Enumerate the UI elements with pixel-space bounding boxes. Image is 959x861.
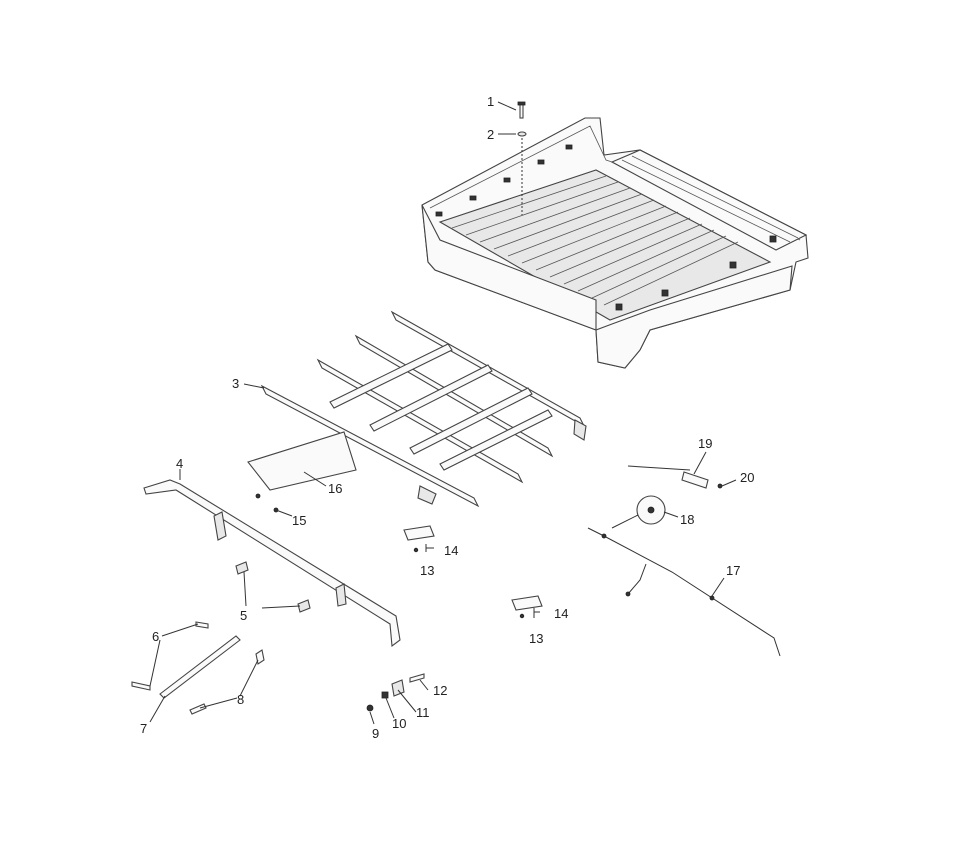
callout-4: 4: [176, 456, 183, 471]
callout-labels: 1 2 3 4 5 6 7 8 9 10 11 12 13 14 15 16 1…: [140, 94, 754, 741]
rail-bar: [143, 479, 401, 648]
bracket-part: [403, 525, 543, 619]
callout-6: 6: [152, 629, 159, 644]
strut-assembly: [131, 621, 265, 715]
callout-9: 9: [372, 726, 379, 741]
callout-20: 20: [740, 470, 754, 485]
skid-plate: [247, 431, 357, 491]
callout-1: 1: [487, 94, 494, 109]
callout-19: 19: [698, 436, 712, 451]
clip-part: [235, 561, 311, 613]
callout-8: 8: [237, 692, 244, 707]
connector-part: [636, 495, 666, 525]
callout-14b: 14: [554, 606, 568, 621]
washer-part: [517, 131, 527, 215]
leader-lines: [149, 101, 737, 725]
sub-frame: [260, 310, 587, 508]
callout-17: 17: [726, 563, 740, 578]
callout-15: 15: [292, 513, 306, 528]
callout-16: 16: [328, 481, 342, 496]
callout-7: 7: [140, 721, 147, 736]
callout-13a: 13: [420, 563, 434, 578]
callout-11: 11: [416, 705, 430, 720]
callout-13b: 13: [529, 631, 543, 646]
small-hardware: [366, 673, 425, 712]
callout-14a: 14: [444, 543, 458, 558]
callout-5: 5: [240, 608, 247, 623]
bolt-part: [517, 101, 526, 119]
callout-12: 12: [433, 683, 447, 698]
wiring-harness: [587, 527, 781, 657]
callout-18: 18: [680, 512, 694, 527]
cargo-box: [421, 117, 809, 369]
callout-2: 2: [487, 127, 494, 142]
fastener-part: [255, 493, 279, 513]
callout-10: 10: [392, 716, 406, 731]
pin-part: [681, 471, 723, 489]
callout-3: 3: [232, 376, 239, 391]
